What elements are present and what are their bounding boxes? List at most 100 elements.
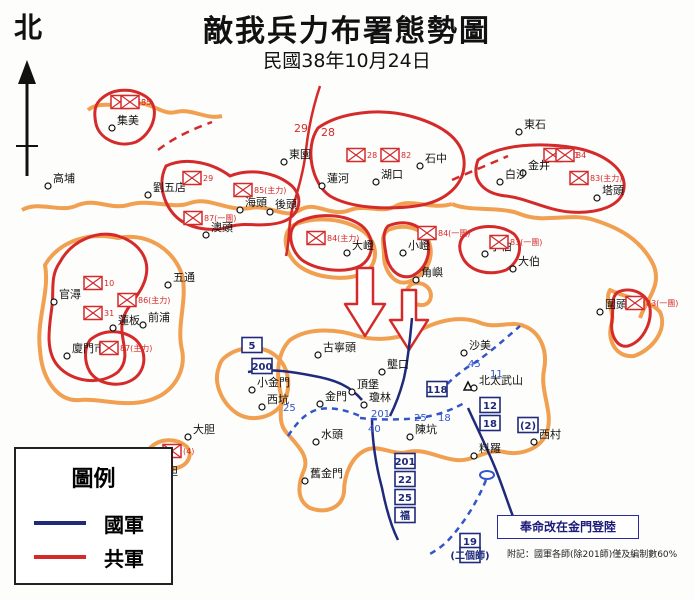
place-dot-icon <box>202 231 210 239</box>
communist-unit-8: 84 <box>555 147 586 163</box>
legend-title: 圖例 <box>71 467 116 492</box>
place-26: 壟口 <box>378 357 409 376</box>
unit-label: 84 <box>576 151 586 160</box>
place-36: 水頭 <box>312 428 343 446</box>
unit-symbol-icon <box>517 416 539 434</box>
place-dot-icon <box>301 477 309 485</box>
north-arrow-icon <box>16 60 38 176</box>
place-dot-icon <box>496 178 504 186</box>
unit-label: 29 <box>203 174 213 183</box>
unit-label: 200 <box>252 362 273 373</box>
nationalist-unit-1: 200 <box>251 357 273 375</box>
route-label-3: 25 <box>414 413 427 424</box>
footnote: 附記：國軍各師(除201師)僅及編制數60% <box>507 550 678 560</box>
coast-kinmen <box>276 317 551 513</box>
unit-label: 85(主力) <box>254 185 286 195</box>
unit-symbol-icon <box>251 357 273 375</box>
place-35: 西村 <box>530 427 561 446</box>
unit-label: (4) <box>183 447 194 456</box>
boundary-29-28 <box>284 85 322 257</box>
place-32: 西坑 <box>258 392 289 411</box>
place-dot-icon <box>144 191 152 199</box>
place-dot-icon <box>280 158 288 166</box>
place-dot-icon <box>470 384 478 392</box>
place-15: 五通 <box>164 271 195 289</box>
nationalist-unit-9: 福 <box>394 506 416 524</box>
place-dot-icon <box>266 208 274 216</box>
place-dot-icon <box>184 433 192 441</box>
place-21: 角嶼 <box>412 265 443 284</box>
place-28: 瓊林 <box>360 390 391 409</box>
communist-unit-14: 31 <box>83 305 114 321</box>
legend-communist-line <box>34 555 86 559</box>
place-30: 北太武山 <box>470 374 523 392</box>
front-label-0: 29 <box>294 122 308 135</box>
unit-label: 83(一團) <box>646 299 678 308</box>
place-20: 小嶝 <box>399 238 430 257</box>
place-dot-icon <box>470 452 478 460</box>
coast-mainland-north <box>86 101 223 119</box>
unit-label: 28 <box>367 151 377 160</box>
place-label: 劉五店 <box>153 180 186 194</box>
place-dot-icon <box>481 250 489 258</box>
unit-label: 5 <box>249 341 256 352</box>
coast-mainland-east <box>451 202 659 319</box>
unit-symbol-icon <box>394 488 416 506</box>
place-18: 廈門市 <box>63 341 105 360</box>
communist-units: 253852985(主力)87(一團)28822518483(主力)84(主力)… <box>83 94 678 459</box>
unit-symbol-icon <box>394 452 416 470</box>
place-label: 蓮板 <box>118 313 140 327</box>
zone-xiamen-west <box>47 232 149 383</box>
defense-line-central <box>388 317 414 417</box>
legend-nationalist: 國軍 <box>34 507 164 537</box>
place-label: 湖口 <box>381 168 403 181</box>
front-label-1: 28 <box>321 126 335 139</box>
place-label: 金門 <box>325 389 347 403</box>
unit-label: 18 <box>483 419 497 430</box>
nationalist-unit-7: 22 <box>394 470 416 488</box>
zone-xiamen-east <box>84 330 146 386</box>
unit-label: 85 <box>141 98 151 107</box>
route-west <box>286 407 361 437</box>
place-37: 舊金門 <box>301 466 343 485</box>
front-labels: 29 28 <box>294 122 335 139</box>
place-label: 塔頭 <box>602 184 624 197</box>
unit-label: 22 <box>398 475 412 486</box>
unit-label: 12 <box>483 401 497 412</box>
route-label-2: 40 <box>368 424 381 435</box>
unit-label: 118 <box>427 385 448 396</box>
place-dot-icon <box>318 182 326 190</box>
place-23: 大伯 <box>509 254 540 273</box>
place-label: 水頭 <box>321 428 343 441</box>
unit-label: (2) <box>520 421 536 432</box>
unit-symbol-icon <box>394 470 416 488</box>
route-landing <box>425 479 488 558</box>
nationalist-unit-5: (2) <box>517 416 539 434</box>
place-dot-icon <box>460 349 468 357</box>
place-dot-icon <box>360 401 368 409</box>
place-dot-icon <box>406 433 414 441</box>
communist-front-lines <box>157 85 509 257</box>
place-label: 白沙 <box>505 167 527 181</box>
place-dot-icon <box>248 386 256 394</box>
place-dot-icon <box>378 368 386 376</box>
place-3: 澳頭 <box>202 221 233 239</box>
place-label: 東園 <box>289 148 311 161</box>
nationalist-unit-6: 201 <box>394 452 416 470</box>
attack-arrow-longkou <box>388 288 430 352</box>
unit-label: 83(一團) <box>510 238 542 247</box>
place-label: 西村 <box>539 427 561 441</box>
unit-label: 87(一團) <box>204 214 236 223</box>
defense-line-east <box>466 407 518 525</box>
place-24: 圍頭 <box>596 298 627 316</box>
place-label: 圍頭 <box>605 298 627 311</box>
place-label: 舊金門 <box>310 466 343 480</box>
place-13: 塔頭 <box>593 184 624 202</box>
place-label: 後頭 <box>275 197 297 211</box>
place-label: 澳頭 <box>211 221 233 234</box>
zone-lianhe <box>309 110 466 210</box>
place-27: 頂堡 <box>348 377 379 396</box>
route-label-0: 25 <box>283 403 296 414</box>
legend-nationalist-label: 國軍 <box>104 513 144 537</box>
place-9: 石中 <box>416 152 447 170</box>
